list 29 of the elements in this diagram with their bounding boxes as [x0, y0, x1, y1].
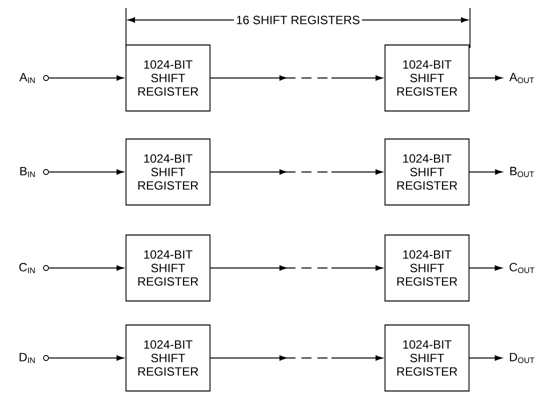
output-label: A$_{OUT}$ [509, 72, 534, 84]
connector-arrow [469, 265, 502, 271]
dashed-chain-arrow [210, 355, 383, 361]
dashed-chain-arrow [210, 265, 383, 271]
shift-register-box: 1024-BIT SHIFT REGISTER [384, 138, 470, 206]
output-label: D$_{OUT}$ [510, 352, 534, 364]
connector-arrow [469, 355, 502, 361]
shift-register-box: 1024-BIT SHIFT REGISTER [126, 324, 210, 392]
input-arrow [48, 355, 124, 361]
shift-register-box: 1024-BIT SHIFT REGISTER [126, 44, 210, 112]
input-arrow [48, 75, 124, 81]
connector-arrow [469, 75, 502, 81]
dimension-label: 16 SHIFT REGISTERS [234, 14, 362, 26]
output-label: C$_{OUT}$ [510, 262, 534, 274]
shift-register-box: 1024-BIT SHIFT REGISTER [384, 324, 470, 392]
input-label: C$_{IN}$ [19, 262, 35, 274]
input-label: B$_{IN}$ [20, 166, 35, 178]
input-arrow [48, 265, 124, 271]
dashed-chain-arrow [210, 169, 383, 175]
input-label: A$_{IN}$ [19, 72, 35, 84]
shift-register-box: 1024-BIT SHIFT REGISTER [126, 234, 210, 302]
shift-register-box: 1024-BIT SHIFT REGISTER [126, 138, 210, 206]
input-label: D$_{IN}$ [20, 352, 35, 364]
shift-register-box: 1024-BIT SHIFT REGISTER [384, 44, 470, 112]
connector-arrow [469, 169, 502, 175]
output-label: B$_{OUT}$ [510, 166, 534, 178]
shift-register-box: 1024-BIT SHIFT REGISTER [384, 234, 470, 302]
dashed-chain-arrow [210, 75, 383, 81]
input-arrow [48, 169, 124, 175]
